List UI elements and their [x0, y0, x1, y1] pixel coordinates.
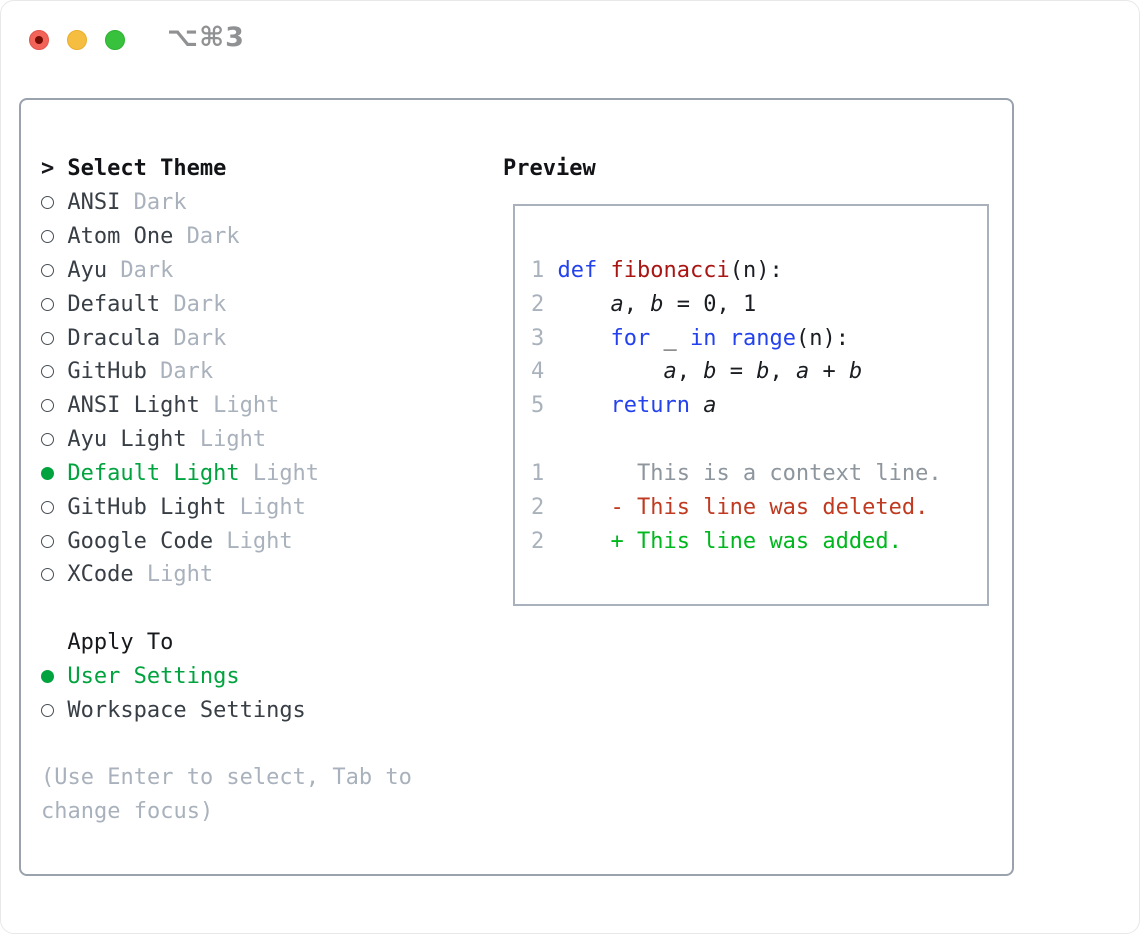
option-label: ANSI Light: [67, 393, 200, 419]
help-text: (Use Enter to select, Tab to change focus…: [41, 761, 501, 829]
help-line: change focus): [41, 799, 214, 825]
code-line: 1 This is a context line.: [531, 460, 942, 486]
apply-to-option[interactable]: User Settings: [41, 659, 501, 693]
theme-variant-tag: Light: [133, 562, 214, 588]
option-label: Ayu: [67, 257, 108, 283]
theme-option[interactable]: XCode Light: [41, 558, 501, 592]
radio-unselected-icon: [41, 263, 54, 277]
theme-variant-tag: Dark: [107, 257, 174, 283]
option-label: Atom One: [67, 224, 174, 250]
theme-variant-tag: Dark: [173, 224, 240, 250]
radio-selected-icon: [41, 466, 54, 480]
option-label: Ayu Light: [67, 427, 187, 453]
radio-unselected-icon: [41, 196, 54, 210]
radio-unselected-icon: [41, 399, 54, 413]
theme-variant-tag: Dark: [146, 359, 214, 385]
line-number: 2: [531, 291, 558, 317]
radio-unselected-icon: [41, 568, 54, 582]
code-line: 4 a, b = b, a + b: [531, 359, 863, 385]
apply-to-header: Apply To: [41, 626, 501, 660]
spacer: [41, 727, 501, 761]
option-label: XCode: [67, 562, 134, 588]
code-line: 1 def fibonacci(n):: [531, 258, 783, 283]
theme-option[interactable]: Google Code Light: [41, 524, 501, 558]
titlebar: ⌥⌘3: [1, 1, 1139, 79]
code-line: 2 + This line was added.: [531, 528, 902, 554]
radio-unselected-icon: [41, 500, 54, 514]
preview-title: Preview: [503, 156, 596, 182]
theme-variant-tag: Light: [199, 393, 280, 419]
cursor-prompt: >: [41, 156, 55, 182]
line-number: 1: [531, 460, 558, 486]
code-preview: 1 def fibonacci(n): 2 a, b = 0, 1 3 for _ …: [531, 254, 942, 558]
radio-unselected-icon: [41, 230, 54, 244]
theme-variant-tag: Light: [239, 460, 320, 486]
code-line: [531, 423, 942, 457]
code-line: 5 return a: [531, 393, 717, 419]
line-number: 3: [531, 325, 558, 351]
radio-unselected-icon: [41, 297, 54, 311]
line-number: [531, 427, 558, 452]
theme-option[interactable]: Ayu Dark: [41, 253, 501, 287]
option-label: Default: [67, 291, 161, 317]
option-label: Google Code: [67, 528, 214, 554]
radio-selected-icon: [41, 669, 54, 683]
theme-variant-tag: Dark: [160, 325, 227, 351]
theme-option[interactable]: ANSI Light Light: [41, 389, 501, 423]
line-number: 1: [531, 258, 558, 283]
help-line: (Use Enter to select, Tab to: [41, 765, 412, 791]
radio-unselected-icon: [41, 331, 54, 345]
code-line: 2 a, b = 0, 1: [531, 291, 757, 317]
theme-option[interactable]: Default Light Light: [41, 456, 501, 490]
theme-variant-tag: Dark: [160, 291, 227, 317]
theme-option[interactable]: Atom One Dark: [41, 220, 501, 254]
line-number: 4: [531, 359, 558, 385]
theme-variant-tag: Light: [186, 427, 267, 453]
option-label: User Settings: [67, 663, 240, 689]
zoom-button[interactable]: [105, 30, 125, 50]
preview-box: 1 def fibonacci(n): 2 a, b = 0, 1 3 for _ …: [513, 204, 989, 606]
line-number: 5: [531, 393, 558, 419]
window-title: ⌥⌘3: [167, 22, 245, 53]
option-label: Workspace Settings: [67, 697, 306, 723]
theme-list-title: Select Theme: [67, 156, 227, 182]
theme-variant-tag: Light: [226, 494, 306, 520]
option-label: Default Light: [67, 460, 240, 486]
theme-option[interactable]: GitHub Dark: [41, 355, 501, 389]
theme-option[interactable]: Ayu Light Light: [41, 423, 501, 457]
theme-variant-tag: Light: [213, 528, 293, 554]
option-label: GitHub: [67, 359, 147, 385]
theme-list-header: > Select Theme: [41, 152, 501, 186]
spacer: [41, 592, 501, 626]
code-line: 3 for _ in range(n):: [531, 325, 849, 351]
theme-option[interactable]: ANSI Dark: [41, 186, 501, 220]
line-number: 2: [531, 528, 558, 554]
radio-unselected-icon: [41, 534, 54, 548]
radio-unselected-icon: [41, 433, 54, 447]
option-label: Dracula: [67, 325, 161, 351]
theme-variant-tag: Dark: [120, 190, 187, 216]
radio-unselected-icon: [41, 703, 54, 717]
option-label: GitHub Light: [67, 494, 227, 520]
line-number: 2: [531, 494, 558, 520]
option-label: ANSI: [67, 190, 121, 216]
theme-option[interactable]: Dracula Dark: [41, 321, 501, 355]
close-button[interactable]: [29, 30, 49, 50]
code-line: 2 - This line was deleted.: [531, 494, 929, 520]
theme-option[interactable]: GitHub Light Light: [41, 490, 501, 524]
minimize-button[interactable]: [67, 30, 87, 50]
apply-to-title: Apply To: [67, 630, 174, 655]
radio-unselected-icon: [41, 365, 54, 379]
theme-option[interactable]: Default Dark: [41, 287, 501, 321]
apply-to-option[interactable]: Workspace Settings: [41, 693, 501, 727]
